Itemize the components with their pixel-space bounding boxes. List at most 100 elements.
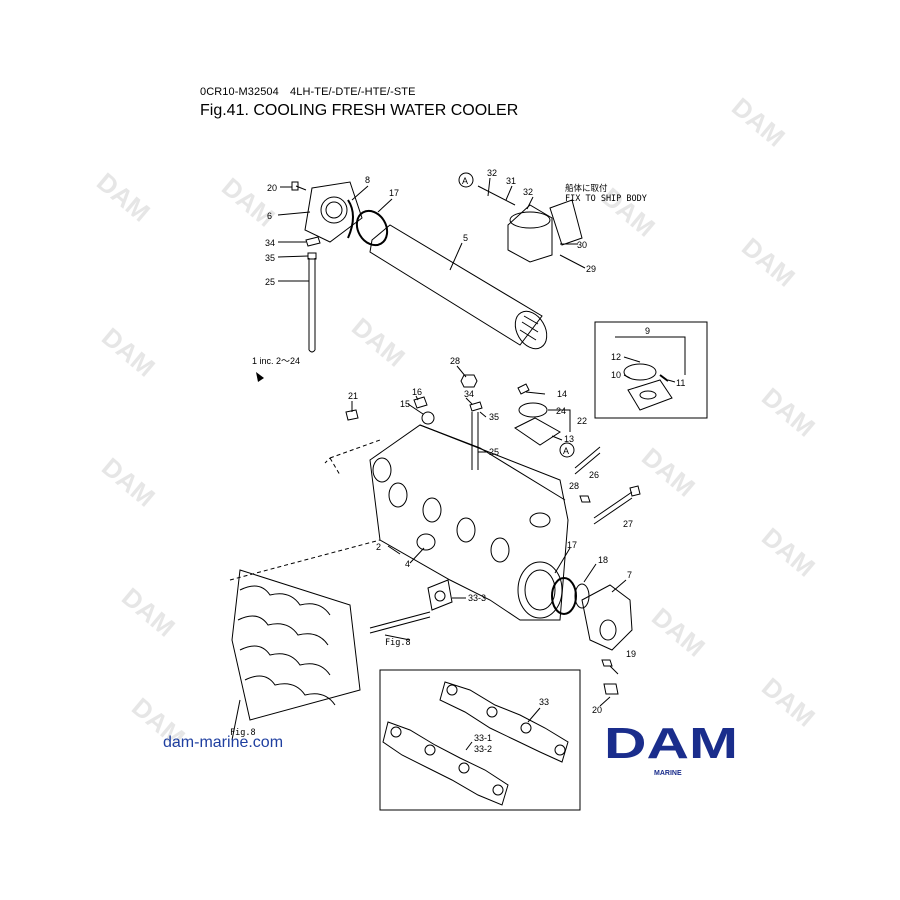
leader-11 (667, 379, 676, 383)
label-27: 27 (623, 519, 633, 529)
bracket-9 (615, 336, 686, 375)
label-22: 22 (577, 416, 587, 426)
label-2: 2 (376, 542, 381, 552)
head-contour-1 (239, 585, 331, 616)
cover-port-inner (325, 201, 343, 219)
pipe-25-top (308, 258, 316, 350)
cooler-cover-group (277, 181, 369, 353)
label-15: 15 (400, 399, 410, 409)
manifold-body-2 (369, 424, 569, 621)
thermostat-cover-24 (518, 402, 548, 418)
end-cover-port (599, 619, 617, 641)
label-4: 4 (405, 559, 410, 569)
label-28-b: 28 (569, 481, 579, 491)
watermark-text: DAM (216, 172, 281, 233)
label-10: 10 (611, 370, 621, 380)
cooler-end-cover-6 (304, 181, 363, 243)
model-list: 4LH-TE/-DTE/-HTE/-STE (290, 86, 416, 98)
leader-7 (611, 579, 627, 593)
cooler-shell-5 (369, 224, 543, 346)
cylinder-head (231, 569, 361, 721)
o-ring-17-top (355, 209, 389, 247)
port-4 (456, 517, 476, 543)
label-28: 28 (450, 356, 460, 366)
figure-title: Fig.41. COOLING FRESH WATER COOLER (200, 102, 519, 119)
bolt-27-edge (593, 497, 633, 525)
stud-bolt-edge (369, 616, 431, 634)
gasket-33 (439, 681, 569, 763)
document-code-line: 0CR10-M32504 4LH-TE/-DTE/-HTE/-STE (200, 86, 424, 98)
logo-sub-text: MARINE (654, 770, 682, 777)
leader-29 (559, 254, 586, 269)
gasket-33-1-hole-2 (424, 744, 436, 756)
label-35: 35 (265, 253, 275, 263)
label-18: 18 (598, 555, 608, 565)
leader-33 (527, 707, 541, 723)
leader-12 (623, 356, 641, 363)
thermostat-housing-10 (627, 379, 673, 411)
port-5 (490, 537, 510, 563)
manifold-phantom (329, 439, 381, 476)
leader-6 (277, 211, 311, 216)
gasket-33-hole-3 (520, 722, 532, 734)
watermark-text: DAM (756, 382, 821, 443)
end-cover-group (581, 579, 633, 707)
cooler-body-group (355, 198, 548, 350)
head-contour-2 (237, 615, 329, 646)
watermark-text: DAM (96, 452, 161, 513)
manifold-outlet (529, 512, 551, 528)
label-25: 25 (265, 277, 275, 287)
phantom-to-head (229, 539, 381, 581)
head-contour-4 (244, 675, 336, 706)
leader-2 (387, 545, 401, 555)
thermostat-inset-box (594, 321, 708, 419)
bolt-27 (593, 491, 633, 519)
label-20-b: 20 (592, 705, 602, 715)
leader-8 (351, 185, 369, 201)
fitting-34-mid (469, 401, 483, 412)
thermostat-12 (623, 363, 657, 381)
label-11: 11 (676, 378, 685, 388)
nut-28-mid (579, 495, 591, 503)
leader-4 (409, 547, 425, 564)
leader-14 (525, 391, 546, 395)
port-2 (388, 482, 408, 508)
plug-16 (413, 396, 428, 409)
website-link[interactable]: dam-marine.com (163, 734, 284, 751)
inset-frame (594, 321, 708, 419)
gasket-33-3-hole (434, 590, 446, 602)
doc-code: 0CR10-M32504 (200, 86, 279, 98)
gasket-33-3 (427, 579, 453, 611)
bolt-21 (345, 409, 359, 421)
leader-34b (465, 397, 473, 405)
gasket-11 (659, 374, 669, 382)
label-33-1: 33-1 (474, 733, 492, 743)
washer-15 (421, 411, 435, 425)
end-cover-7 (581, 584, 633, 651)
bracket-30 (549, 199, 583, 246)
leader-15 (407, 403, 424, 415)
leader-16 (415, 395, 419, 401)
gasket-18 (574, 583, 590, 609)
tube-bundle-hatching (519, 315, 539, 341)
manifold-end-bore (517, 561, 563, 619)
watermark-text: DAM (116, 582, 181, 643)
dam-marine-logo: DAM MARINE (604, 719, 738, 777)
label-12: 12 (611, 352, 621, 362)
watermark-text: DAM (96, 322, 161, 383)
label-21: 21 (348, 391, 358, 401)
watermark-text: DAM (726, 92, 791, 153)
pipe-25-mid (471, 412, 479, 470)
leader-10 (623, 374, 631, 379)
housing-port (639, 390, 657, 400)
leader-33-1 (465, 741, 473, 751)
leader-fig8 (384, 634, 411, 641)
label-32-b: 32 (523, 187, 533, 197)
watermark-text: DAM (756, 522, 821, 583)
bolt-19-shaft (609, 665, 619, 675)
bolt-26-edge (574, 452, 601, 475)
leader-17 (377, 198, 393, 213)
o-ring-4 (416, 533, 436, 551)
label-14: 14 (557, 389, 567, 399)
port-3 (422, 497, 442, 523)
